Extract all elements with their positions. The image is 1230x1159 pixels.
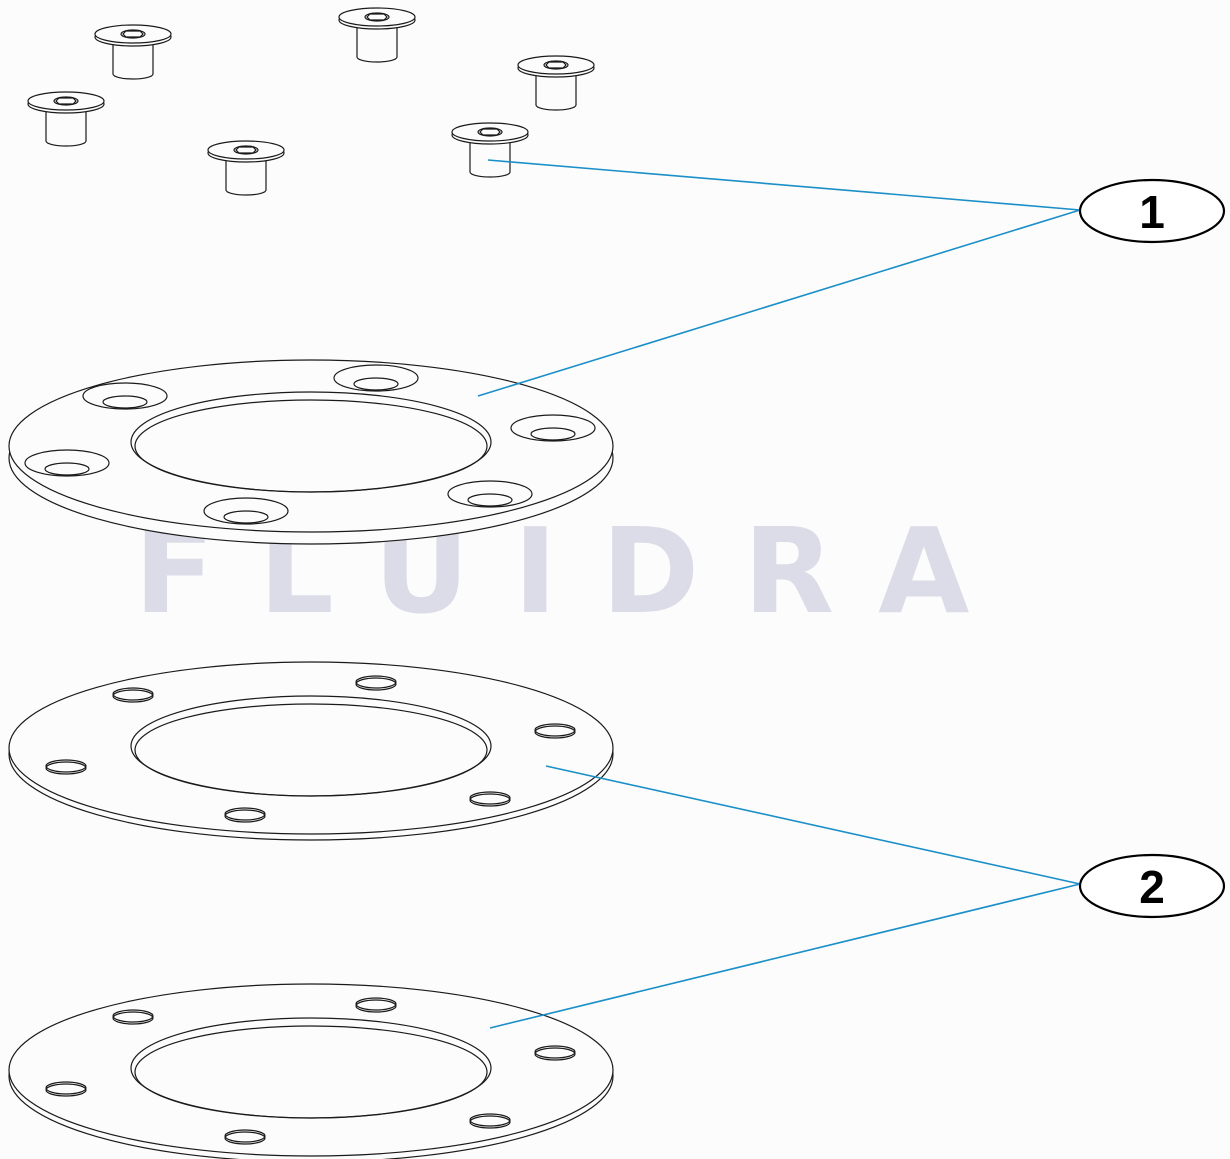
bolt-hole <box>224 1129 266 1145</box>
countersunk-hole <box>203 497 289 525</box>
countersunk-hole <box>447 480 533 508</box>
countersunk-hole <box>333 364 419 392</box>
leader-line-1a <box>487 159 1081 211</box>
gasket-holes <box>45 675 576 823</box>
gasket-ring-bottom <box>8 983 614 1159</box>
gasket-ring-middle <box>8 661 614 841</box>
countersunk-hole <box>82 382 168 410</box>
bolt-hole <box>469 1113 511 1129</box>
bolt-hole <box>45 1081 87 1097</box>
leader-line-2b <box>489 883 1081 1029</box>
screw <box>451 122 529 178</box>
screw <box>207 140 285 196</box>
bolt-hole <box>534 1045 576 1061</box>
callout-balloon-1: 1 <box>1078 178 1226 244</box>
screws-group <box>27 7 595 196</box>
screw <box>27 91 105 147</box>
countersunk-holes <box>24 364 596 525</box>
bolt-hole <box>534 723 576 739</box>
countersunk-hole <box>24 449 110 477</box>
screw <box>338 7 416 63</box>
bolt-hole <box>112 687 154 703</box>
bolt-hole <box>355 997 397 1013</box>
bolt-hole <box>469 791 511 807</box>
leader-line-1b <box>477 209 1081 397</box>
leader-lines <box>477 159 1081 1029</box>
bolt-hole <box>45 759 87 775</box>
callout-balloon-2: 2 <box>1078 853 1226 919</box>
bolt-hole <box>112 1009 154 1025</box>
screw <box>94 24 172 80</box>
callout-number-2: 2 <box>1139 861 1165 913</box>
gasket-holes <box>45 997 576 1145</box>
countersunk-hole <box>510 414 596 442</box>
flange-ring-top <box>8 359 614 545</box>
bolt-hole <box>224 807 266 823</box>
leader-line-2a <box>545 765 1081 885</box>
screw <box>517 55 595 111</box>
callout-number-1: 1 <box>1139 186 1165 238</box>
bolt-hole <box>355 675 397 691</box>
